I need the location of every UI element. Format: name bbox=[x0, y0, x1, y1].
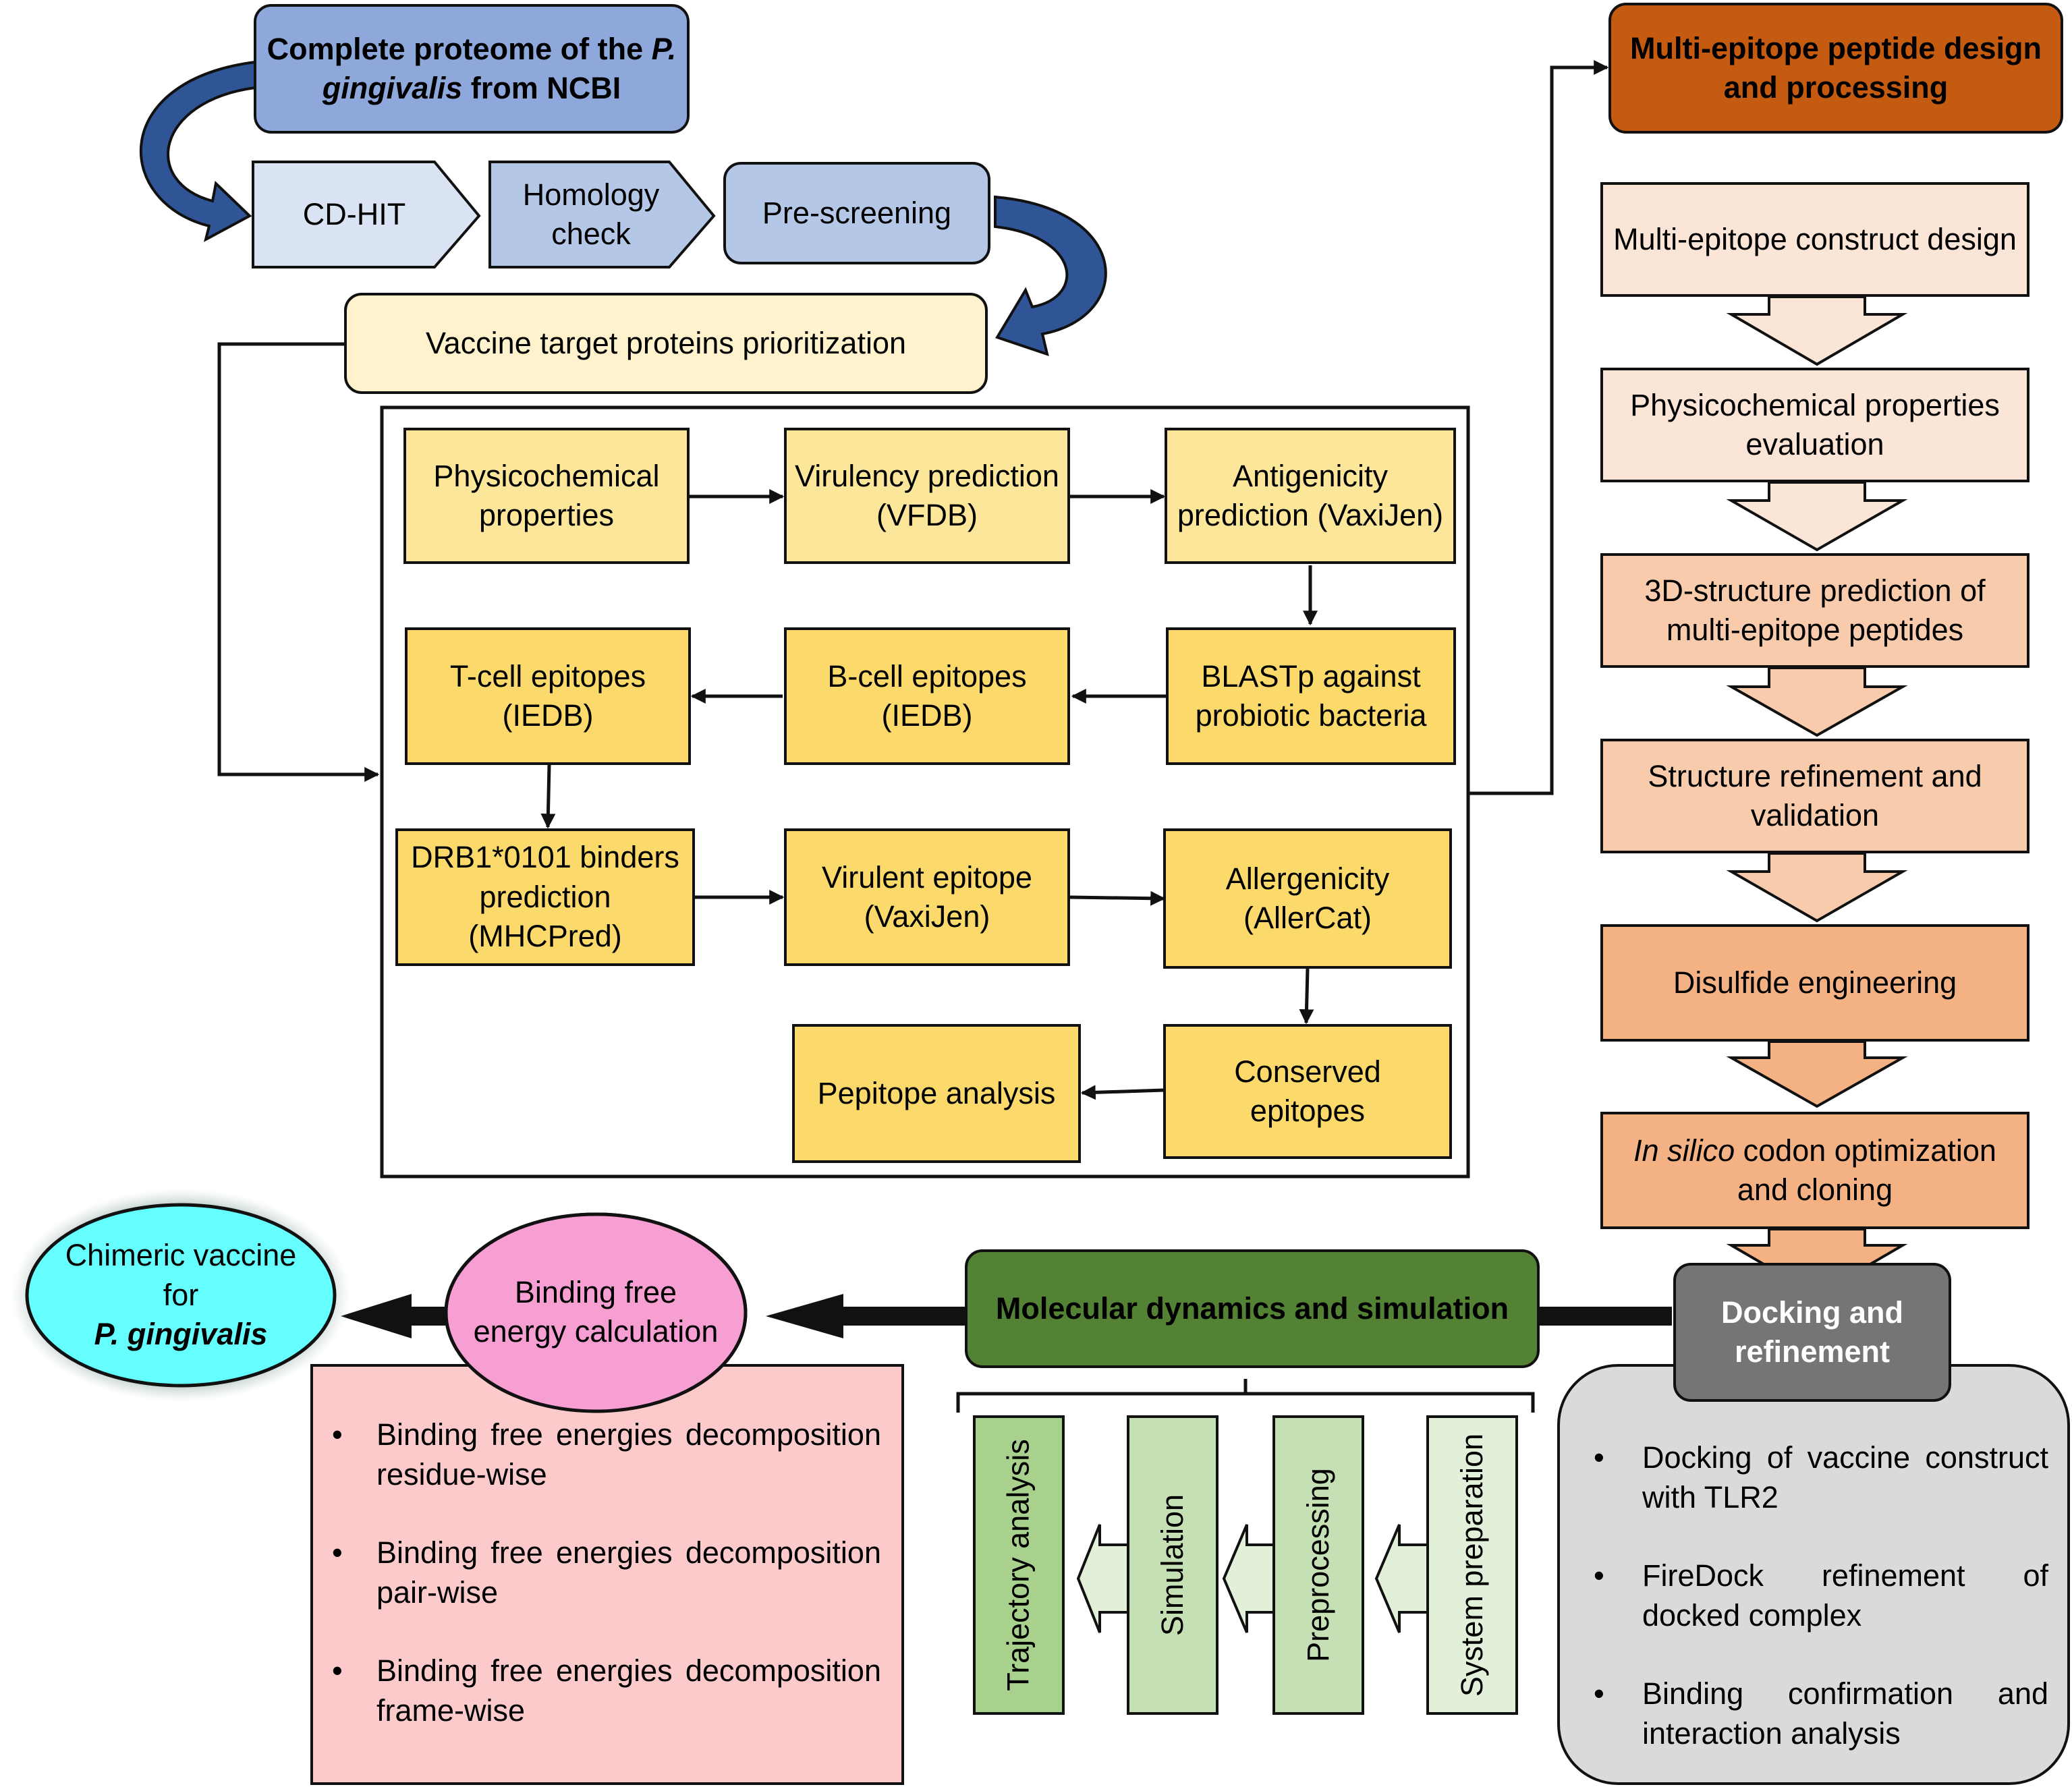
physico-box: Physicochemical properties bbox=[403, 428, 690, 564]
design-step-3: 3D-structure prediction of multi-epitope… bbox=[1600, 553, 2029, 668]
prescreening-box: Pre-screening bbox=[723, 162, 990, 264]
binding-ellipse-top bbox=[444, 1212, 748, 1413]
design-step-5: Disulfide engineering bbox=[1600, 924, 2029, 1042]
allergenicity-box: Allergenicity (AllerCat) bbox=[1163, 828, 1452, 969]
tcell-box: T-cell epitopes (IEDB) bbox=[405, 627, 691, 765]
curved-arrow-icon bbox=[994, 195, 1107, 357]
virulent-label: Virulent epitope (VaxiJen) bbox=[822, 859, 1032, 934]
design-step-4-label: Structure refinement and validation bbox=[1648, 758, 1982, 833]
bcell-box: B-cell epitopes (IEDB) bbox=[784, 627, 1070, 765]
binding-title: Binding free energy calculation bbox=[473, 1274, 719, 1349]
design-title-box: Multi-epitope peptide design and process… bbox=[1608, 3, 2063, 134]
bcell-label: B-cell epitopes (IEDB) bbox=[827, 658, 1027, 733]
md-step-trajectory bbox=[973, 1415, 1065, 1715]
cdhit-label: CD-HIT bbox=[302, 196, 406, 231]
md-title: Molecular dynamics and simulation bbox=[995, 1290, 1509, 1326]
drb1-box: DRB1*0101 binders prediction (MHCPred) bbox=[395, 828, 695, 966]
binding-bullet: Binding free energies decomposition pair… bbox=[332, 1533, 881, 1612]
thick-arrow-head bbox=[766, 1294, 843, 1338]
flow-arrow bbox=[1080, 1085, 1165, 1100]
md-step-simulation bbox=[1127, 1415, 1219, 1715]
blastp-box: BLASTp against probiotic bacteria bbox=[1166, 627, 1456, 765]
md-step-label: Simulation bbox=[1155, 1494, 1190, 1637]
thick-arrow-head bbox=[341, 1294, 412, 1338]
pepitope-label: Pepitope analysis bbox=[817, 1075, 1056, 1110]
allergenicity-label: Allergenicity (AllerCat) bbox=[1225, 861, 1390, 936]
binding-bullets-panel: Binding free energies decomposition resi… bbox=[310, 1364, 904, 1785]
curved-arrow-icon bbox=[139, 60, 256, 242]
design-title: Multi-epitope peptide design and process… bbox=[1630, 30, 2042, 105]
thick-connector bbox=[1537, 1307, 1672, 1326]
homology-label: Homology check bbox=[522, 177, 660, 252]
md-step-system bbox=[1426, 1415, 1518, 1715]
design-step-1: Multi-epitope construct design bbox=[1600, 182, 2029, 297]
pepitope-box: Pepitope analysis bbox=[792, 1024, 1081, 1163]
conserved-label: Conserved epitopes bbox=[1234, 1054, 1381, 1129]
blastp-label: BLASTp against probiotic bacteria bbox=[1195, 658, 1427, 733]
docking-bullet: FireDock refinement of docked complex bbox=[1594, 1556, 2048, 1635]
tcell-label: T-cell epitopes (IEDB) bbox=[449, 658, 646, 733]
design-step-6-label: In silico codon optimization and cloning bbox=[1633, 1133, 1996, 1208]
down-arrows bbox=[1726, 295, 1908, 1297]
binding-bullet: Binding free energies decomposition fram… bbox=[332, 1651, 881, 1730]
virulent-box: Virulent epitope (VaxiJen) bbox=[784, 828, 1070, 966]
thick-connector bbox=[843, 1307, 965, 1326]
antigenicity-label: Antigenicity prediction (VaxiJen) bbox=[1177, 458, 1444, 533]
homology-shape bbox=[488, 161, 716, 268]
design-step-3-label: 3D-structure prediction of multi-epitope… bbox=[1644, 573, 1986, 648]
proteome-box: Complete proteome of the P. gingivalis f… bbox=[254, 4, 690, 134]
docking-bullets-panel: Docking of vaccine construct with TLR2 F… bbox=[1557, 1364, 2070, 1785]
docking-title: Docking and refinement bbox=[1720, 1295, 1904, 1369]
md-step-preprocessing bbox=[1272, 1415, 1364, 1715]
virulency-label: Virulency prediction (VFDB) bbox=[795, 458, 1059, 533]
design-step-2: Physicochemical properties evaluation bbox=[1600, 368, 2029, 482]
md-left-arrow bbox=[1222, 1524, 1275, 1633]
docking-title-box: Docking and refinement bbox=[1673, 1263, 1951, 1402]
vaccine-ellipse bbox=[25, 1203, 337, 1388]
vaccine-label: Chimeric vaccine for P. gingivalis bbox=[65, 1238, 297, 1352]
flow-arrow bbox=[540, 764, 556, 829]
design-step-1-label: Multi-epitope construct design bbox=[1613, 221, 2017, 256]
md-step-label: Preprocessing bbox=[1301, 1468, 1335, 1662]
md-step-label: System preparation bbox=[1455, 1433, 1490, 1697]
antigenicity-box: Antigenicity prediction (VaxiJen) bbox=[1165, 428, 1456, 564]
connector-line bbox=[217, 342, 380, 782]
flow-arrow bbox=[1069, 890, 1166, 906]
cdhit-shape bbox=[252, 161, 481, 268]
connector-line bbox=[1468, 60, 1609, 795]
conserved-box: Conserved epitopes bbox=[1163, 1024, 1452, 1159]
design-step-5-label: Disulfide engineering bbox=[1673, 965, 1957, 1000]
md-left-arrow bbox=[1374, 1524, 1429, 1633]
md-step-label: Trajectory analysis bbox=[1001, 1439, 1036, 1691]
md-brace bbox=[956, 1379, 1535, 1413]
prescreening-label: Pre-screening bbox=[762, 195, 952, 230]
md-left-arrow bbox=[1076, 1524, 1129, 1633]
docking-bullet: Binding confirmation and interaction ana… bbox=[1594, 1674, 2048, 1753]
proteome-label: Complete proteome of the P. gingivalis f… bbox=[267, 31, 677, 106]
prioritization-label: Vaccine target proteins prioritization bbox=[425, 325, 907, 360]
prioritization-box: Vaccine target proteins prioritization bbox=[344, 293, 988, 394]
drb1-label: DRB1*0101 binders prediction (MHCPred) bbox=[411, 840, 679, 954]
design-step-6: In silico codon optimization and cloning bbox=[1600, 1112, 2029, 1229]
binding-bullet: Binding free energies decomposition resi… bbox=[332, 1415, 881, 1494]
docking-bullet: Docking of vaccine construct with TLR2 bbox=[1594, 1438, 2048, 1517]
md-title-box: Molecular dynamics and simulation bbox=[965, 1249, 1540, 1368]
physico-label: Physicochemical properties bbox=[433, 458, 660, 533]
flow-arrow bbox=[1299, 968, 1314, 1025]
design-step-2-label: Physicochemical properties evaluation bbox=[1630, 387, 2000, 462]
design-step-4: Structure refinement and validation bbox=[1600, 739, 2029, 853]
virulency-box: Virulency prediction (VFDB) bbox=[784, 428, 1070, 564]
